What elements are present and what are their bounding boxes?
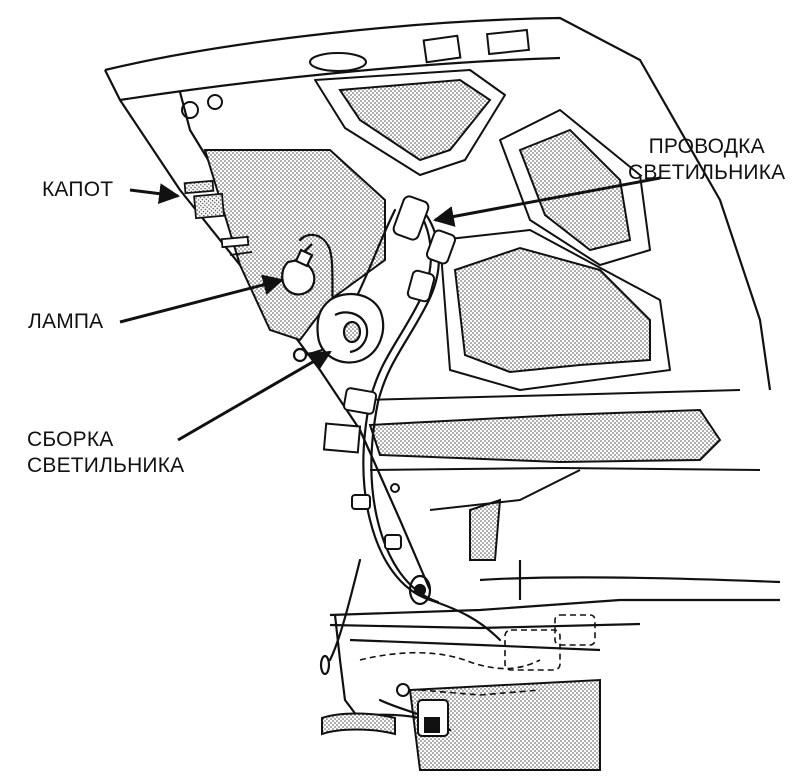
hood-label: КАПОТ — [42, 177, 113, 203]
lamp-leader-arrow — [119, 274, 285, 324]
hood-leader-arrow — [129, 183, 181, 205]
lamp-assembly-label-line1: СБОРКА — [27, 428, 114, 451]
leader-arrows — [119, 176, 661, 442]
wiring-leader-arrow — [432, 176, 661, 227]
hood-tabs — [181, 28, 531, 119]
lamp-assembly-label: СБОРКА СВЕТИЛЬНИКА — [27, 427, 184, 479]
lamp-label-text: ЛАМПА — [28, 310, 104, 333]
lamp-wiring-label-line2: СВЕТИЛЬНИКА — [628, 161, 786, 184]
harness-clips — [322, 195, 457, 550]
hood-edge-strip — [183, 179, 253, 256]
hood-ribs — [314, 69, 761, 511]
assembly-leader-arrow — [177, 350, 332, 442]
lamp-wiring-label-line1: ПРОВОДКА — [648, 135, 765, 158]
lamp-wiring-label: ПРОВОДКА СВЕТИЛЬНИКА — [628, 134, 785, 186]
lamp-assembly-housing — [292, 292, 385, 364]
cowl-hidden-wiring — [359, 614, 596, 696]
lamp-assembly-label-line2: СВЕТИЛЬНИКА — [27, 454, 185, 477]
bottom-connector — [321, 683, 449, 737]
lamp-label: ЛАМПА — [28, 309, 103, 335]
hood-label-text: КАПОТ — [42, 178, 114, 201]
